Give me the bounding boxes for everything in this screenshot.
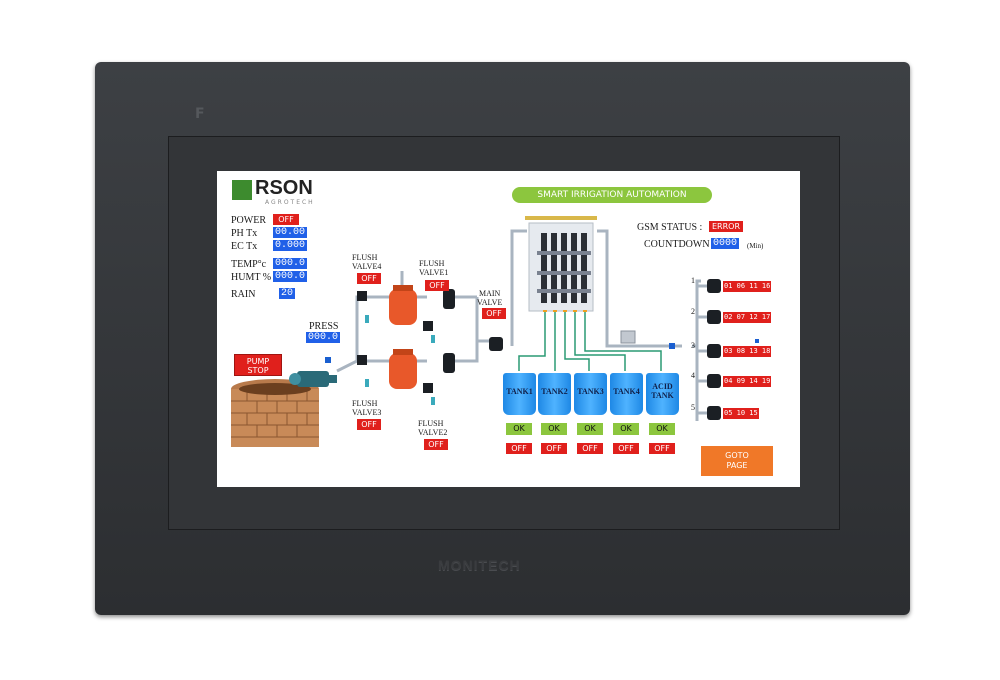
- press-value: 000.0: [306, 332, 341, 343]
- tank-2: TANK2: [538, 373, 571, 415]
- flush-valve4-status[interactable]: OFF: [357, 273, 381, 284]
- reading-label-0: POWER: [231, 215, 266, 226]
- tank-5: ACID TANK: [646, 373, 679, 415]
- reading-value-3: 000.0: [273, 258, 308, 269]
- tank-label: TANK4: [613, 387, 640, 396]
- tank-ok-button[interactable]: OK: [506, 423, 532, 435]
- tank-ok-button[interactable]: OK: [649, 423, 675, 435]
- goto-page-button[interactable]: GOTO PAGE: [701, 446, 773, 476]
- outlet-number: 3: [691, 341, 695, 350]
- outlet-number: 4: [691, 371, 695, 380]
- outlet-zones-1[interactable]: 01 06 11 16: [723, 281, 772, 292]
- reading-value-4: 000.0: [273, 271, 308, 282]
- reading-label-4: HUMT %: [231, 272, 272, 283]
- main-valve-icon: [489, 337, 503, 351]
- outlet-number: 2: [691, 307, 695, 316]
- reading-label-3: TEMP°c: [231, 259, 267, 270]
- tank-label: TANK1: [506, 387, 533, 396]
- well-image: [231, 379, 319, 447]
- reading-label-2: EC Tx: [231, 241, 258, 252]
- pump-image: [289, 371, 337, 387]
- tank-label: TANK3: [577, 387, 604, 396]
- tank-off-button[interactable]: OFF: [577, 443, 603, 454]
- outlet-valve-icons: [707, 279, 721, 420]
- main-valve-label: MAIN VALVE: [477, 289, 503, 307]
- main-valve-status[interactable]: OFF: [482, 308, 506, 319]
- hmi-screen: RSON AGROTECH SMART IRRIGATION AUTOMATIO…: [217, 171, 800, 487]
- bezel-logo: F: [195, 106, 205, 122]
- tank-ok-button[interactable]: OK: [577, 423, 603, 435]
- countdown-unit: (Min): [747, 242, 764, 250]
- gsm-status-value: ERROR: [709, 221, 743, 232]
- reading-label-5: RAIN: [231, 289, 256, 300]
- outlet-number: 5: [691, 403, 695, 412]
- gsm-status-label: GSM STATUS :: [637, 222, 703, 233]
- tank-1: TANK1: [503, 373, 536, 415]
- press-label: PRESS: [309, 321, 339, 332]
- tank-ok-button[interactable]: OK: [613, 423, 639, 435]
- sand-filters: [389, 285, 417, 389]
- pump-stop-button[interactable]: PUMP STOP: [234, 354, 282, 376]
- reading-value-1: 00.00: [273, 227, 308, 238]
- tank-ok-button[interactable]: OK: [541, 423, 567, 435]
- flush-valve2-label: FLUSH VALVE2: [418, 419, 448, 437]
- tank-3: TANK3: [574, 373, 607, 415]
- tank-off-button[interactable]: OFF: [649, 443, 675, 454]
- flush-valve4-label: FLUSH VALVE4: [352, 253, 382, 271]
- brand-logo-text: RSON: [255, 177, 313, 199]
- process-diagram: [231, 216, 759, 447]
- outlet-zones-4[interactable]: 04 09 14 19: [723, 376, 772, 387]
- tank-off-button[interactable]: OFF: [506, 443, 532, 454]
- outlet-zones-2[interactable]: 02 07 12 17: [723, 312, 772, 323]
- tank-label: ACID TANK: [651, 382, 674, 400]
- injector-manifold: [525, 216, 597, 312]
- reading-value-2: 0.000: [273, 240, 308, 251]
- reading-label-1: PH Tx: [231, 228, 258, 239]
- flush-valve3-label: FLUSH VALVE3: [352, 399, 382, 417]
- flush-valve1-status[interactable]: OFF: [425, 280, 449, 291]
- flush-valve1-label: FLUSH VALVE1: [419, 259, 449, 277]
- countdown-label: COUNTDOWN :: [644, 239, 715, 250]
- tank-4: TANK4: [610, 373, 643, 415]
- countdown-value: 0000: [711, 238, 740, 249]
- brand-logo-mark: [232, 180, 252, 200]
- reading-value-0: OFF: [273, 214, 299, 225]
- tank-label: TANK2: [541, 387, 568, 396]
- outlet-zones-5[interactable]: 05 10 15: [723, 408, 759, 419]
- outlet-number: 1: [691, 276, 695, 285]
- reading-value-5: 20: [279, 288, 296, 299]
- page-title: SMART IRRIGATION AUTOMATION: [512, 187, 712, 203]
- bezel-brand: MONITECH: [438, 557, 521, 573]
- brand-logo-sub: AGROTECH: [265, 199, 315, 206]
- flush-valve2-status[interactable]: OFF: [424, 439, 448, 450]
- tank-off-button[interactable]: OFF: [613, 443, 639, 454]
- tank-off-button[interactable]: OFF: [541, 443, 567, 454]
- flush-valve3-status[interactable]: OFF: [357, 419, 381, 430]
- outlet-zones-3[interactable]: 03 08 13 18: [723, 346, 772, 357]
